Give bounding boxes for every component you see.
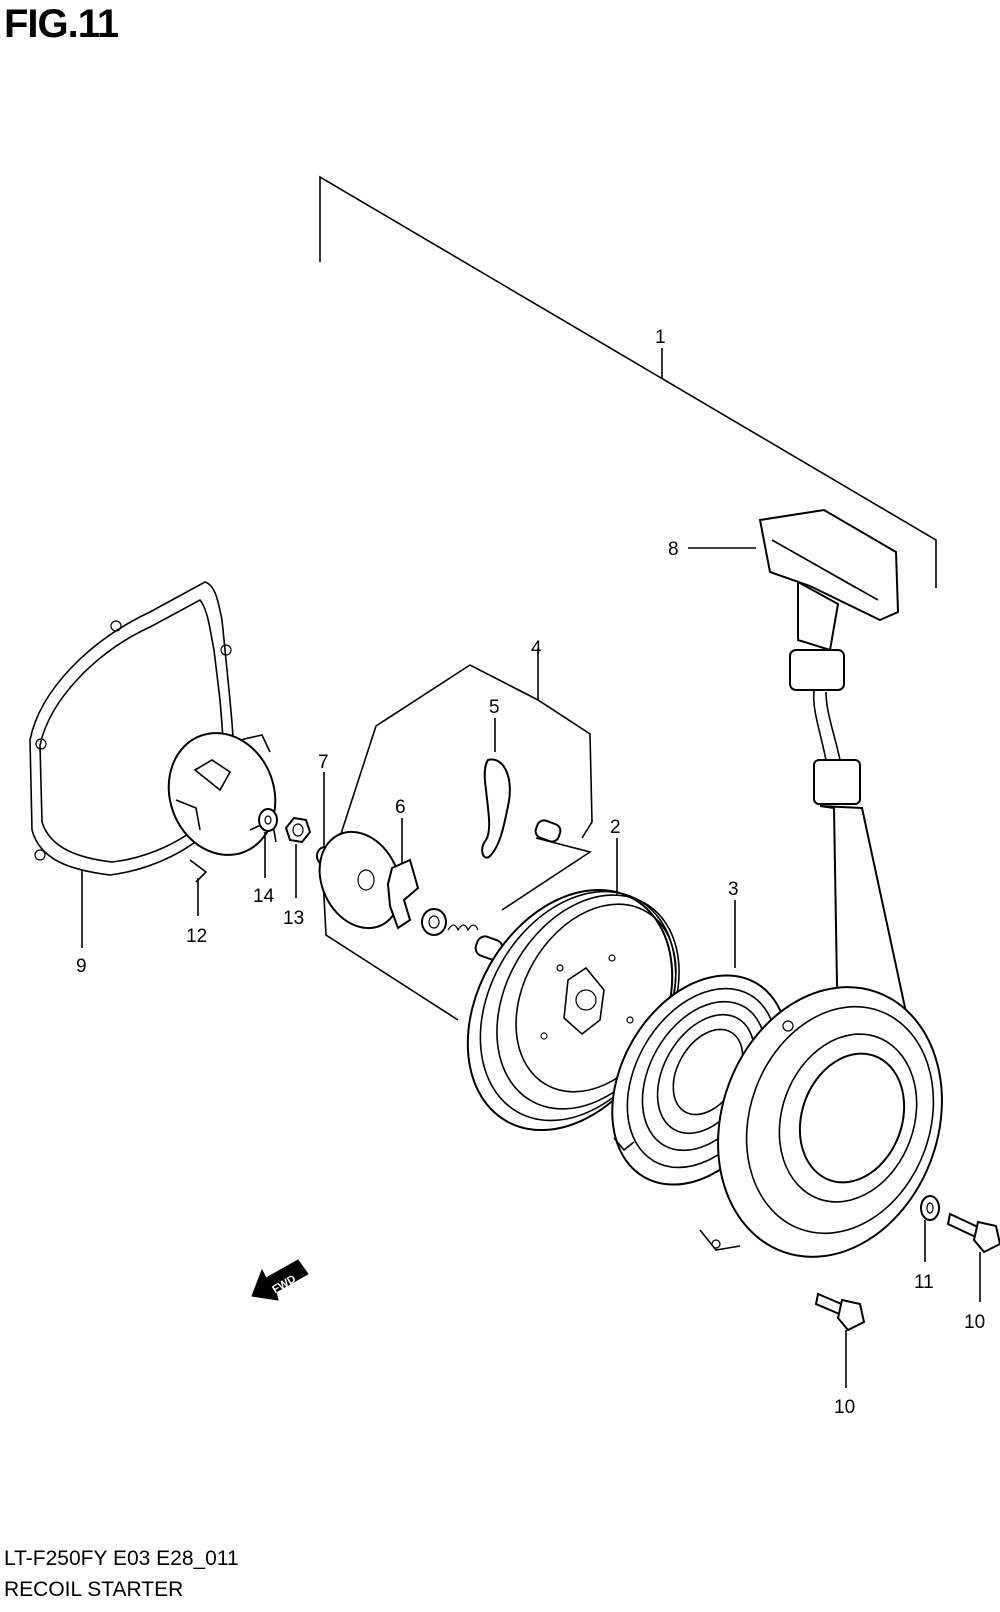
part-nut <box>284 816 312 844</box>
callout-14: 14 <box>253 886 275 907</box>
callout-6: 6 <box>395 797 406 818</box>
callout-9: 9 <box>76 956 87 977</box>
callout-7: 7 <box>318 752 329 773</box>
callout-2: 2 <box>610 817 621 838</box>
callout-13: 13 <box>283 908 304 929</box>
part-drive-plate <box>167 732 277 883</box>
fwd-arrow-icon: FWD <box>251 1259 309 1301</box>
callout-3: 3 <box>728 879 739 900</box>
kit-bracket <box>322 648 593 1021</box>
callout-8: 8 <box>668 539 679 560</box>
part-washer <box>258 808 278 832</box>
assembly-bracket <box>319 175 937 588</box>
callout-4: 4 <box>531 638 542 659</box>
callout-10a: 10 <box>964 1312 985 1333</box>
model-code: LT-F250FY E03 E28_011 <box>4 1547 239 1570</box>
figure-title: FIG.11 <box>4 2 119 46</box>
section-name: RECOIL STARTER <box>4 1578 184 1601</box>
part-ratchet-guide <box>318 830 504 961</box>
callout-5: 5 <box>489 697 500 718</box>
callout-11: 11 <box>914 1272 934 1293</box>
callout-1: 1 <box>655 327 666 348</box>
part-bolt-bottom <box>814 1292 866 1332</box>
callout-12: 12 <box>186 926 207 947</box>
callout-labels: 1 2 3 4 5 6 7 8 9 10 10 11 12 13 14 <box>76 327 985 1418</box>
leader-lines <box>81 547 981 1388</box>
part-washer-11 <box>920 1195 940 1221</box>
part-ratchet-pawl <box>481 758 562 859</box>
part-starter-housing <box>699 508 943 1258</box>
part-bolt-right <box>946 1212 1000 1254</box>
callout-10b: 10 <box>834 1397 855 1418</box>
